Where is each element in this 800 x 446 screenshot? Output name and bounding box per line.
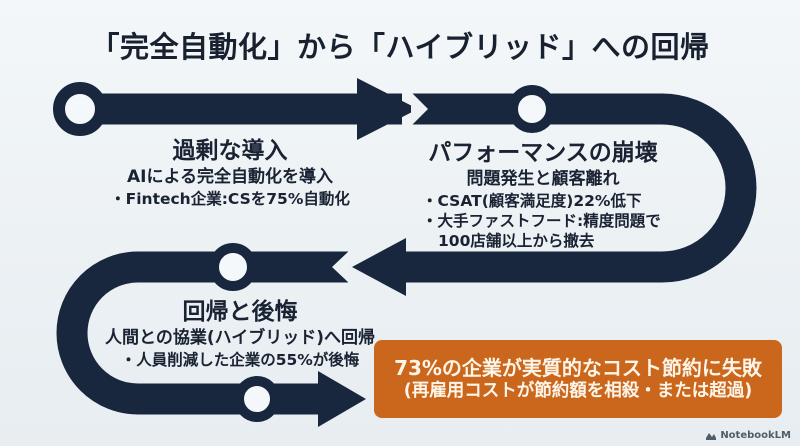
arrowhead-right-1 bbox=[357, 78, 418, 140]
stage-performance-bullet-2-cont: 100店舗以上から撤去 bbox=[438, 231, 595, 250]
footer-brand: NotebookLM bbox=[706, 430, 791, 441]
stage-performance-subheading: 問題発生と顧客離れ bbox=[466, 169, 620, 190]
stage-performance-bullet-1: ・CSAT(顧客満足度)22%低下 bbox=[422, 191, 642, 210]
stage-performance-heading: パフォーマンスの崩壊 bbox=[428, 140, 658, 166]
flow-node-4 bbox=[234, 376, 280, 422]
arrowhead-left-2 bbox=[352, 238, 406, 296]
page-title: 「完全自動化」から「ハイブリッド」への回帰 bbox=[90, 30, 710, 64]
notebooklm-logo-icon bbox=[706, 432, 717, 440]
stage-performance-collapse: パフォーマンスの崩壊 問題発生と顧客離れ ・CSAT(顧客満足度)22%低下 ・… bbox=[408, 140, 678, 251]
stage-overadoption-subheading: AIによる完全自動化を導入 bbox=[127, 167, 333, 188]
stage-reversal-regret: 回帰と後悔 人間との協業(ハイブリッド)へ回帰 ・人員削減した企業の55%が後悔 bbox=[90, 299, 390, 370]
stage-reversal-subheading: 人間との協業(ハイブリッド)へ回帰 bbox=[104, 328, 376, 349]
cost-failure-callout: 73%の企業が実質的なコスト節約に失敗 (再雇用コストが節約額を相殺・または超過… bbox=[374, 340, 782, 418]
arrowhead-right-3 bbox=[318, 371, 366, 427]
stage-reversal-heading: 回帰と後悔 bbox=[182, 299, 298, 325]
chevron-notch-2 bbox=[332, 251, 349, 283]
flow-segment-3 bbox=[56, 251, 348, 415]
flow-node-1 bbox=[53, 82, 107, 136]
flow-node-2 bbox=[508, 85, 556, 133]
flow-segment-2 bbox=[406, 93, 757, 283]
stage-overadoption: 過剰な導入 AIによる完全自動化を導入 ・Fintech企業:CSを75%自動化 bbox=[95, 138, 365, 209]
callout-line-1: 73%の企業が実質的なコスト節約に失敗 bbox=[394, 355, 762, 380]
stage-performance-bullet-2: ・大手ファストフード:精度問題で bbox=[422, 211, 661, 230]
stage-overadoption-bullet: ・Fintech企業:CSを75%自動化 bbox=[110, 189, 350, 208]
chevron-notch-1 bbox=[411, 92, 428, 126]
callout-line-2: (再雇用コストが節約額を相殺・または超過) bbox=[403, 380, 753, 401]
footer-brand-label: NotebookLM bbox=[720, 430, 791, 441]
stage-overadoption-heading: 過剰な導入 bbox=[172, 138, 288, 164]
flow-node-3 bbox=[209, 243, 257, 291]
stage-reversal-bullet: ・人員削減した企業の55%が後悔 bbox=[120, 350, 360, 369]
